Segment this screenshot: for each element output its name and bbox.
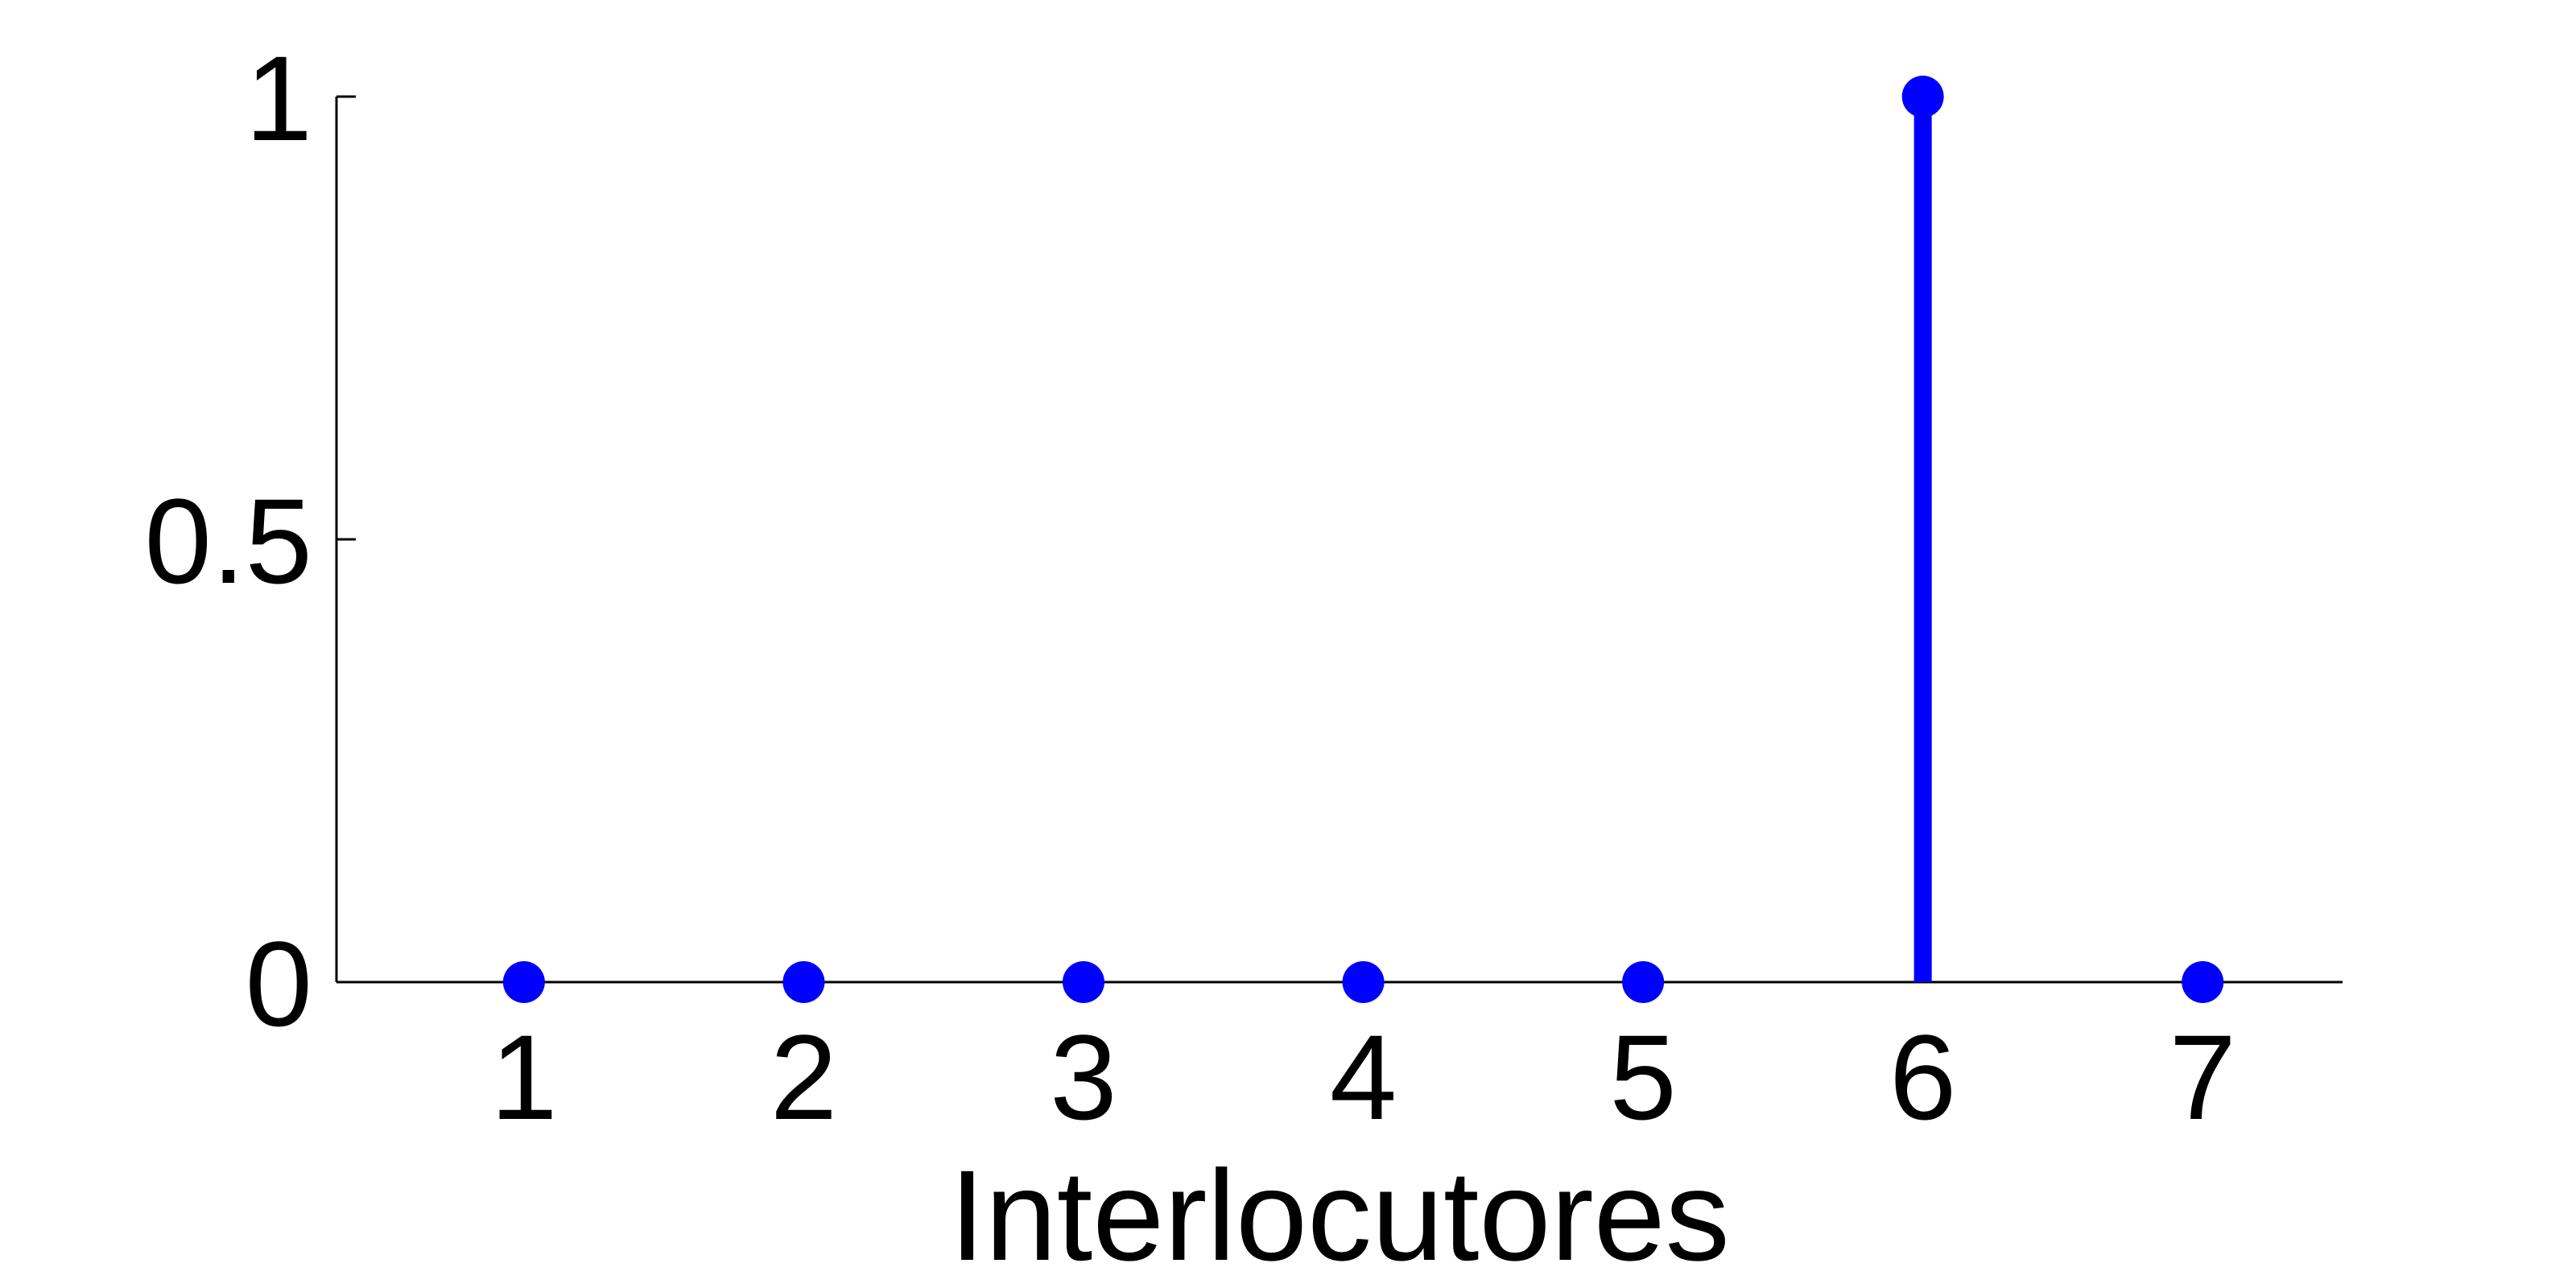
stem-marker (1901, 76, 1944, 118)
x-tick-label: 4 (1330, 1009, 1397, 1145)
stem-marker (502, 961, 545, 1003)
x-tick-label: 1 (490, 1009, 557, 1145)
x-tick-label: 5 (1609, 1009, 1676, 1145)
stem-marker (1342, 961, 1385, 1003)
stem-marker (1622, 961, 1665, 1003)
markers (502, 76, 2224, 1003)
stem-marker (1062, 961, 1104, 1003)
y-tick-label: 0 (246, 916, 312, 1051)
x-tick-labels: 1 2 3 4 5 6 7 (490, 1009, 2236, 1145)
y-tick-labels: 00.51 (144, 31, 312, 1051)
x-axis-title: Interlocutores (949, 1143, 1729, 1287)
stem-marker (2182, 961, 2224, 1003)
y-tick-label: 0.5 (144, 473, 312, 609)
x-tick-label: 6 (1889, 1009, 1956, 1145)
y-tick-label: 1 (246, 31, 312, 166)
x-tick-label: 7 (2169, 1009, 2236, 1145)
axes (335, 95, 2343, 984)
x-tick-label: 2 (770, 1009, 837, 1145)
stem-marker (782, 961, 825, 1003)
x-tick-label: 3 (1050, 1009, 1117, 1145)
